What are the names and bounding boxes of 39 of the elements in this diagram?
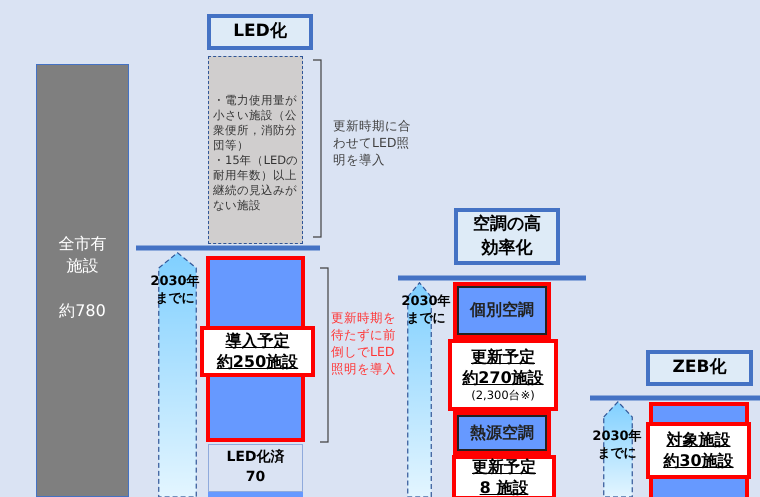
callout-text: 8 施設	[480, 478, 528, 497]
heading: ZEB化	[672, 356, 726, 380]
callout-text: 更新予定	[472, 456, 536, 478]
heading: LED化	[233, 20, 287, 44]
callout-box	[452, 455, 556, 497]
arrow-label: 2030年までに	[591, 429, 643, 463]
bar-label: 個別空調	[470, 300, 534, 321]
arrow-label: 2030年までに	[400, 294, 452, 328]
callout-text: 対象施設	[666, 430, 730, 450]
bar-label: 熱源空調	[470, 422, 534, 444]
note-box	[208, 56, 303, 244]
target-bar	[206, 256, 305, 326]
target-bar	[206, 377, 305, 442]
footnote-text: (2,300台※)	[471, 388, 535, 404]
callout-box	[200, 326, 315, 377]
callout-text: 導入予定	[226, 330, 290, 352]
bullet-text: ・電力使用量が小さい施設（公衆便所，消防分団等）	[213, 93, 298, 153]
target-bar	[649, 402, 749, 422]
title-box	[454, 208, 560, 265]
bullet-text: ・15年（LEDの耐用年数）以上継続の見込みがない施設	[213, 152, 300, 212]
target-bar	[649, 479, 749, 497]
note-text: 更新時期を待たずに前倒しでLED照明を導入	[331, 310, 397, 378]
arrow-label: 2030年までに	[149, 274, 201, 308]
callout-text: 更新予定	[471, 346, 535, 368]
bar-label: 全市有施設	[58, 233, 108, 278]
callout-text: 約30施設	[663, 450, 734, 472]
bar-label: LED化済	[226, 448, 285, 468]
heading: 空調の高効率化	[472, 212, 542, 260]
title-box	[646, 350, 753, 386]
total-bar	[36, 64, 129, 497]
callout-text: 約270施設	[462, 368, 544, 388]
bar-label: 70	[246, 468, 266, 487]
callout-text: 約250施設	[216, 352, 298, 372]
title-box	[207, 14, 313, 50]
note-text: 更新時期に合わせてLED照明を導入	[333, 118, 412, 169]
target-bar	[453, 282, 551, 339]
bar-label: 約780	[58, 300, 107, 322]
callout-box	[646, 422, 751, 479]
completed-bar	[208, 444, 303, 492]
